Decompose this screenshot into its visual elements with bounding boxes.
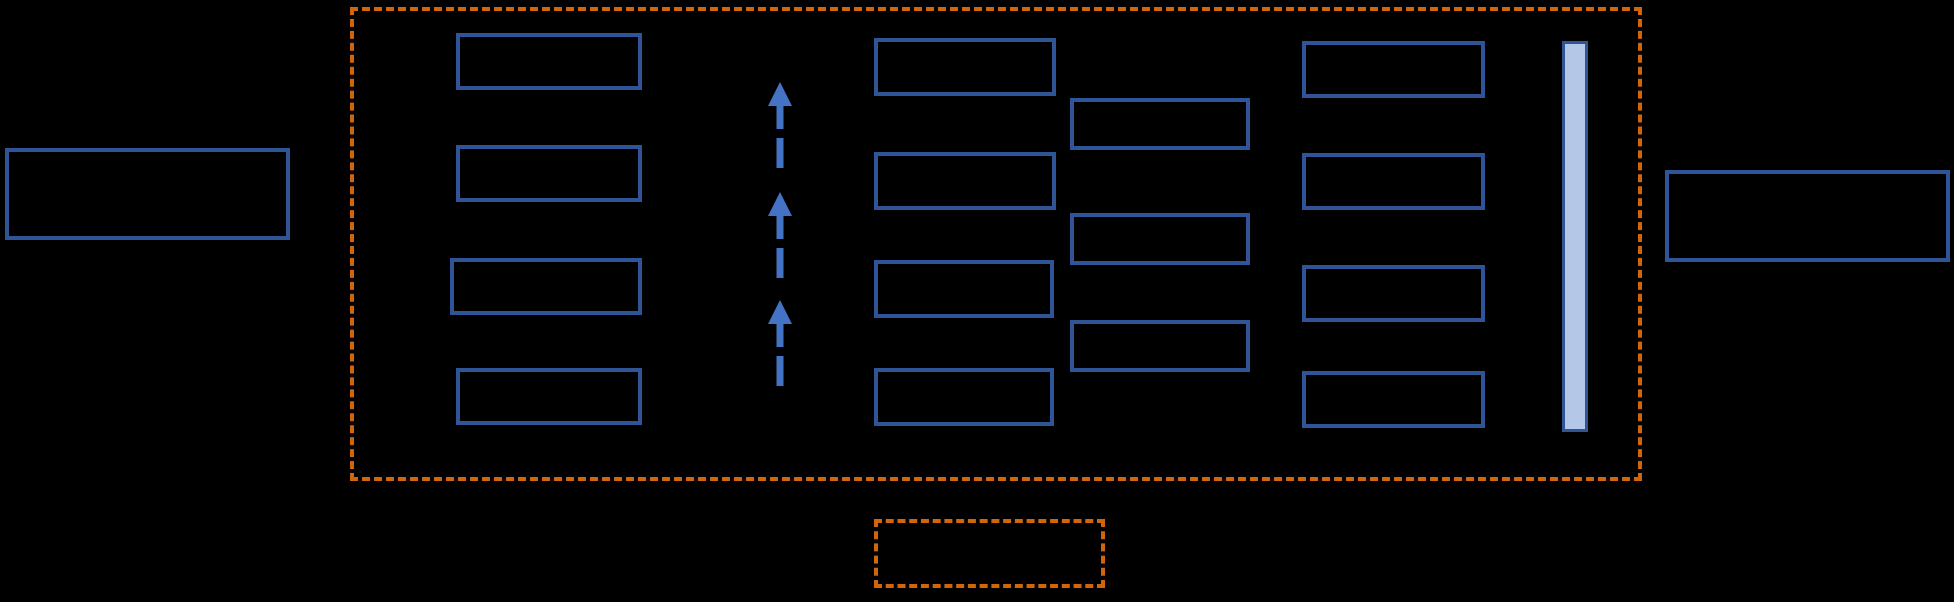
column-b-box-2[interactable] (874, 152, 1056, 210)
dashed-up-arrow-2-icon (768, 192, 792, 278)
right-external-box[interactable] (1665, 170, 1950, 262)
column-b-box-3[interactable] (874, 260, 1054, 318)
column-b-box-4[interactable] (874, 368, 1054, 426)
column-d-box-2[interactable] (1302, 153, 1485, 210)
column-c-box-3[interactable] (1070, 320, 1250, 372)
column-c-box-2[interactable] (1070, 213, 1250, 265)
column-d-box-1[interactable] (1302, 41, 1485, 98)
column-b-box-1[interactable] (874, 38, 1056, 96)
column-d-box-4[interactable] (1302, 371, 1485, 428)
outer-dashed-group-container[interactable] (350, 7, 1642, 481)
column-c-box-1[interactable] (1070, 98, 1250, 150)
column-a-box-3[interactable] (450, 258, 642, 315)
bottom-dashed-box[interactable] (874, 519, 1105, 588)
vertical-bar[interactable] (1562, 41, 1588, 432)
column-d-box-3[interactable] (1302, 265, 1485, 322)
dashed-up-arrow-3-icon (768, 300, 792, 386)
column-a-box-2[interactable] (456, 145, 642, 202)
column-a-box-1[interactable] (456, 33, 642, 90)
column-a-box-4[interactable] (456, 368, 642, 425)
left-external-box[interactable] (5, 148, 290, 240)
dashed-up-arrow-1-icon (768, 82, 792, 168)
